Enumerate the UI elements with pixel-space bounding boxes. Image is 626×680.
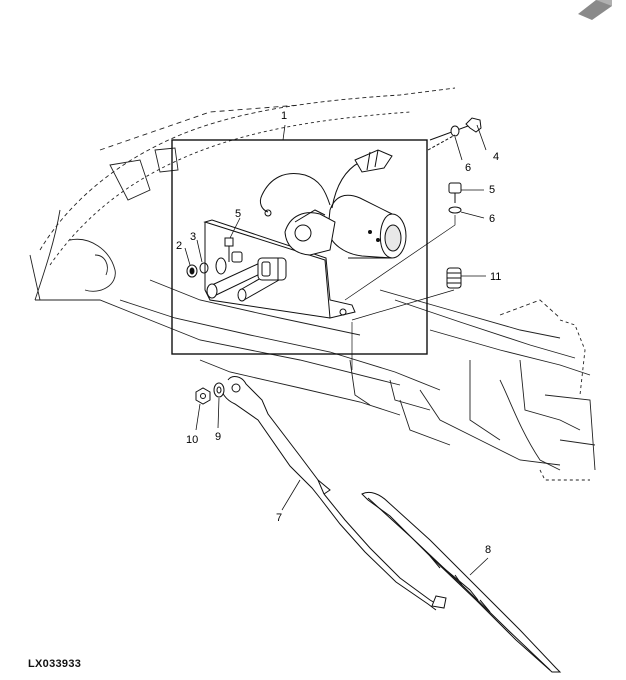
motor-assembly-frame bbox=[171, 139, 428, 355]
figure-id-label: LX033933 bbox=[28, 658, 82, 670]
callout-9: 9 bbox=[215, 431, 221, 443]
fasteners-right bbox=[344, 117, 482, 370]
callout-6-right: 6 bbox=[489, 213, 495, 225]
callout-leaders bbox=[184, 124, 489, 576]
wiper-arm bbox=[195, 376, 447, 611]
callout-3: 3 bbox=[190, 231, 196, 243]
corner-fold-icon bbox=[578, 0, 612, 20]
callout-5-right: 5 bbox=[489, 184, 495, 196]
callout-7: 7 bbox=[276, 512, 282, 524]
callout-1: 1 bbox=[281, 110, 287, 122]
callout-5-box: 5 bbox=[235, 208, 241, 220]
callout-4: 4 bbox=[493, 151, 499, 163]
wiper-motor-assembly bbox=[186, 149, 407, 319]
callout-11: 11 bbox=[490, 271, 501, 283]
callout-6-top: 6 bbox=[465, 162, 471, 174]
wiper-blade bbox=[361, 491, 562, 673]
callout-8: 8 bbox=[485, 544, 491, 556]
vehicle-body-sketch bbox=[29, 87, 596, 481]
callout-2: 2 bbox=[176, 240, 182, 252]
callout-labels: 1 2 3 4 5 5 6 6 7 8 9 10 11 bbox=[176, 110, 501, 556]
callout-10: 10 bbox=[186, 434, 198, 446]
